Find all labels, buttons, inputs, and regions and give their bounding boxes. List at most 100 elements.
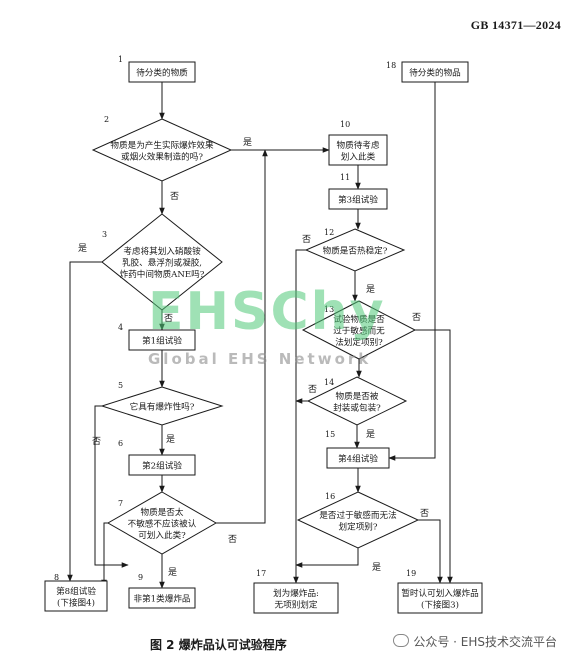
standard-number: GB 14371—2024 bbox=[470, 18, 561, 32]
flow-arrow bbox=[295, 548, 359, 568]
watermark-network: Global EHS Network bbox=[148, 350, 372, 368]
node-text: 物质是否被 bbox=[336, 390, 379, 402]
edge-label-no: 否 bbox=[164, 313, 173, 324]
decision-diamond bbox=[91, 118, 233, 182]
figure-caption: 图 2 爆炸品认可试验程序 bbox=[150, 638, 287, 652]
flow-arrow bbox=[293, 249, 306, 584]
decision-diamond bbox=[306, 376, 408, 426]
node-number: 3 bbox=[102, 230, 107, 239]
node-number: 5 bbox=[118, 381, 123, 390]
process-box bbox=[401, 61, 469, 83]
flow-arrow bbox=[418, 519, 443, 584]
node-text: 第2组试验 bbox=[142, 460, 182, 472]
node-text: 试验物质是否 bbox=[333, 313, 385, 325]
node-number: 14 bbox=[324, 378, 334, 387]
edge-label-yes: 是 bbox=[243, 137, 252, 148]
decision-diamond bbox=[100, 386, 224, 426]
decision-diamond bbox=[296, 491, 420, 549]
node-text: 乳胶、悬浮剂或凝胶, bbox=[122, 257, 202, 269]
node-17: 划为爆炸品:无项别划定 17 bbox=[253, 569, 339, 614]
node-number: 7 bbox=[118, 499, 123, 508]
node-15: 第4组试验 15 bbox=[325, 430, 390, 469]
node-text: 划定项别? bbox=[339, 520, 378, 532]
node-6: 第2组试验 6 bbox=[118, 439, 196, 476]
wechat-icon bbox=[393, 634, 410, 647]
node-number: 17 bbox=[256, 569, 266, 578]
flow-arrow bbox=[388, 82, 436, 461]
node-text: 划入此类 bbox=[341, 150, 376, 162]
edge-label-yes: 是 bbox=[366, 284, 375, 295]
node-4: 第1组试验 4 bbox=[118, 323, 196, 351]
process-box bbox=[326, 447, 390, 469]
node-number: 9 bbox=[138, 573, 143, 582]
node-number: 8 bbox=[54, 573, 59, 582]
node-number: 18 bbox=[386, 61, 396, 70]
node-text: 物质是否太 bbox=[141, 506, 184, 518]
flow-arrow bbox=[94, 405, 129, 568]
node-text: 无项别划定 bbox=[275, 598, 318, 610]
node-number: 2 bbox=[104, 115, 109, 124]
node-text: 炸药中间物质ANE吗? bbox=[120, 268, 205, 280]
node-text: (下接图3) bbox=[421, 598, 459, 610]
edge-label-no: 否 bbox=[412, 312, 421, 323]
decision-diamond bbox=[106, 491, 218, 555]
node-9: 非第1类爆炸品 9 bbox=[128, 573, 196, 609]
node-18: 待分类的物品 18 bbox=[386, 61, 469, 83]
node-number: 16 bbox=[325, 492, 335, 501]
flow-arrow bbox=[67, 261, 102, 582]
edge-label-yes: 是 bbox=[372, 562, 381, 573]
node-text: 物质是否热稳定? bbox=[323, 245, 388, 257]
source-credit: 公众号 · EHS技术交流平台 bbox=[393, 633, 557, 650]
watermark-brand: EHSChy bbox=[148, 282, 386, 342]
node-text: 物质是为产生实际爆炸效果 bbox=[110, 139, 214, 151]
process-box bbox=[128, 61, 196, 83]
process-box bbox=[128, 454, 196, 476]
node-text: 第3组试验 bbox=[338, 194, 378, 206]
flow-arrow bbox=[101, 522, 108, 587]
node-number: 6 bbox=[118, 439, 123, 448]
process-box bbox=[128, 329, 196, 351]
decision-diamond bbox=[301, 300, 417, 360]
node-text: 它具有爆炸性吗? bbox=[130, 401, 195, 413]
node-number: 12 bbox=[324, 228, 334, 237]
node-text: 暂时认可划入爆炸品 bbox=[401, 587, 478, 599]
node-number: 13 bbox=[324, 305, 334, 314]
node-text: 物质待考虑 bbox=[337, 139, 380, 151]
edge-label-yes: 是 bbox=[168, 567, 177, 578]
node-number: 15 bbox=[325, 430, 335, 439]
edge-label-no: 否 bbox=[420, 508, 429, 519]
node-number: 4 bbox=[118, 323, 123, 332]
flow-nodes: 待分类的物质1物质是为产生实际爆炸效果或烟火效果制造的吗?2考虑将其划入硝酸铵乳… bbox=[44, 55, 483, 614]
decision-diamond bbox=[101, 213, 223, 311]
edge-labels: 是否是否否是否是否是否否是否是 bbox=[78, 137, 429, 578]
node-text: 划为爆炸品: bbox=[273, 587, 319, 599]
node-8: 第8组试验(下接图4)8 bbox=[44, 573, 108, 612]
node-text: 第8组试验 bbox=[56, 585, 96, 597]
node-text: 过于敏感而无 bbox=[333, 325, 385, 337]
source-text: 公众号 · EHS技术交流平台 bbox=[413, 635, 557, 649]
edge-label-no: 否 bbox=[170, 191, 179, 202]
process-box bbox=[328, 188, 388, 210]
node-text: 待分类的物品 bbox=[409, 67, 461, 79]
node-text: 是否过于敏感而无法 bbox=[319, 509, 397, 521]
decision-diamond bbox=[304, 228, 406, 272]
process-box bbox=[44, 580, 108, 612]
node-text: 第4组试验 bbox=[338, 453, 378, 465]
node-19: 暂时认可划入爆炸品(下接图3)19 bbox=[397, 569, 483, 614]
node-text: 封装或包装? bbox=[333, 401, 381, 413]
node-text: 可划入此类? bbox=[138, 529, 186, 541]
node-text: 非第1类爆炸品 bbox=[133, 593, 190, 605]
edge-label-no: 否 bbox=[302, 234, 311, 245]
flow-edges bbox=[67, 82, 453, 589]
node-text: 第1组试验 bbox=[142, 335, 182, 347]
node-12: 物质是否热稳定? 12 bbox=[304, 228, 406, 272]
edge-label-no: 否 bbox=[308, 384, 317, 395]
